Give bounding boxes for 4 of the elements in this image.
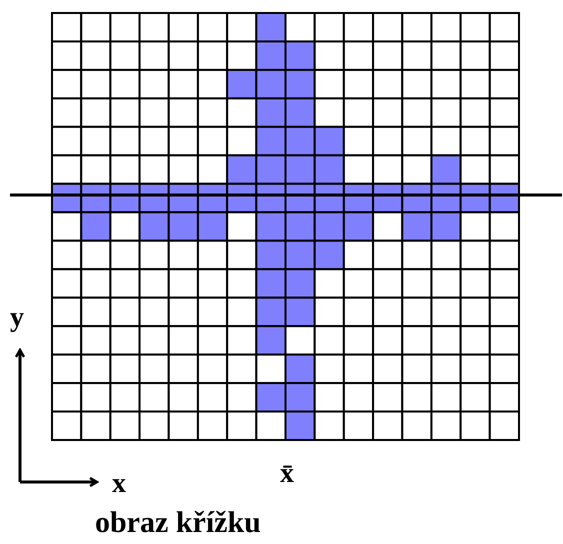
caption: obraz křížku: [95, 508, 261, 538]
mean-label: x̄: [280, 460, 294, 488]
axis-label: y: [10, 304, 24, 332]
axis-label: x: [112, 470, 126, 498]
